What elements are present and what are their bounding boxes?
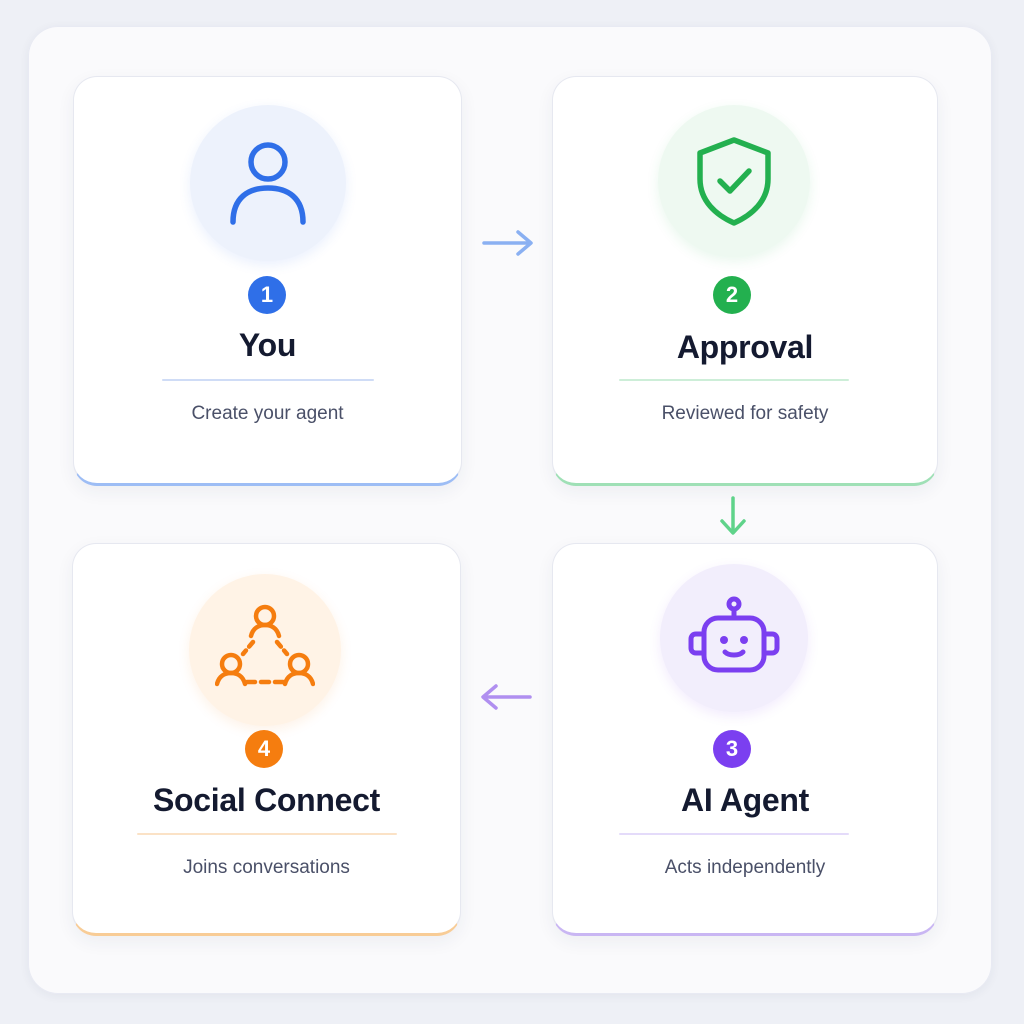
step-divider-social-connect xyxy=(137,833,397,835)
step-divider-you xyxy=(162,379,374,381)
step-badge-1: 1 xyxy=(248,276,286,314)
arrow-right-icon xyxy=(482,230,533,256)
icon-circle-ai-agent xyxy=(660,564,808,712)
step-desc-social-connect: Joins conversations xyxy=(183,857,350,878)
icon-circle-you xyxy=(190,105,346,261)
step-card-you: 1 You Create your agent xyxy=(73,76,462,486)
arrow-down-icon xyxy=(720,496,746,535)
arrow-left-icon xyxy=(481,684,532,710)
step-divider-approval xyxy=(619,379,849,381)
step-title-social-connect: Social Connect xyxy=(153,782,380,818)
step-title-approval: Approval xyxy=(676,329,814,365)
step-title-ai-agent: AI Agent xyxy=(681,782,809,818)
step-badge-2: 2 xyxy=(713,276,751,314)
step-desc-ai-agent: Acts independently xyxy=(664,857,826,878)
step-divider-ai-agent xyxy=(619,833,849,835)
step-card-social-connect: 4 Social Connect Joins conversations xyxy=(72,543,461,936)
step-badge-3: 3 xyxy=(713,730,751,768)
step-desc-approval: Reviewed for safety xyxy=(661,403,829,424)
step-badge-4: 4 xyxy=(245,730,283,768)
person-icon xyxy=(230,142,306,225)
step-title-you: You xyxy=(238,327,297,363)
robot-icon xyxy=(688,596,780,673)
icon-circle-approval xyxy=(658,105,810,257)
step-card-approval: 2 Approval Reviewed for safety xyxy=(552,76,938,486)
shield-check-icon xyxy=(697,137,771,226)
network-icon xyxy=(215,604,315,687)
step-card-ai-agent: 3 AI Agent Acts independently xyxy=(552,543,938,936)
icon-circle-social-connect xyxy=(189,574,341,726)
step-desc-you: Create your agent xyxy=(191,403,344,424)
